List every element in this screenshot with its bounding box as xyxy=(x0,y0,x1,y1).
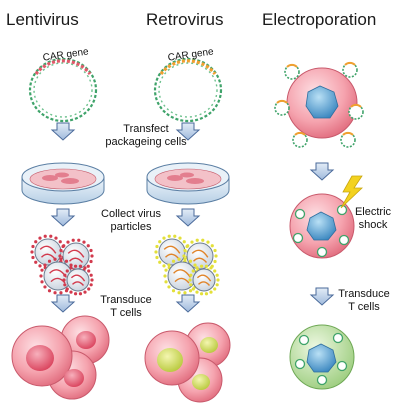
down-arrow-icon xyxy=(309,162,335,181)
car-gene-label-1: CAR gene xyxy=(42,46,90,63)
header-lentivirus: Lentivirus xyxy=(6,10,79,29)
step-transduce-line1: Transduce xyxy=(100,294,152,306)
virus-particles-retrovirus xyxy=(154,234,220,296)
down-arrow-icon xyxy=(175,294,201,313)
step-collect-line1: Collect virus xyxy=(101,208,161,220)
step-transduce-right-line1: Transduce xyxy=(338,288,390,300)
step-shock-line1: Electric xyxy=(354,206,392,218)
step-arrows xyxy=(50,122,335,313)
step-transfect-line2: packageing cells xyxy=(105,136,187,148)
plasmid-lentivirus xyxy=(28,57,98,123)
step-shock-line2: shock xyxy=(358,219,388,231)
integrated-plasmids xyxy=(294,332,348,386)
car-gene-label-2: CAR gene xyxy=(167,46,215,63)
transduced-t-cell-electroporation xyxy=(289,324,355,390)
virus-particles-lentivirus xyxy=(30,234,94,296)
down-arrow-icon xyxy=(50,122,76,141)
step-transduce-right: Transduce T cells xyxy=(334,288,394,314)
down-arrow-icon xyxy=(175,122,201,141)
step-electric-shock: Electric shock xyxy=(350,206,396,232)
step-transfect: Transfect packageing cells xyxy=(96,123,196,149)
step-transduce-left: Transduce T cells xyxy=(96,294,156,320)
step-transfect-line1: Transfect xyxy=(123,123,169,135)
step-collect-line2: particles xyxy=(110,221,152,233)
t-cell-with-plasmids xyxy=(286,67,358,139)
internalized-plasmids xyxy=(292,204,350,258)
step-transduce-line2: T cells xyxy=(110,307,142,319)
transduced-t-cells-retrovirus xyxy=(144,322,231,403)
plasmid-retrovirus xyxy=(153,57,223,123)
petri-dish-retrovirus xyxy=(146,162,230,205)
virus-particle xyxy=(188,264,220,296)
lightning-icon xyxy=(340,175,363,209)
step-transduce-right-line2: T cells xyxy=(348,301,380,313)
down-arrow-icon xyxy=(50,294,76,313)
electric-shock-cell xyxy=(289,193,355,259)
down-arrow-icon xyxy=(50,208,76,227)
down-arrow-icon xyxy=(309,287,335,306)
header-retrovirus: Retrovirus xyxy=(146,10,224,29)
header-electroporation: Electroporation xyxy=(262,10,377,29)
petri-dish-lentivirus xyxy=(21,162,105,205)
virus-particle xyxy=(58,238,94,274)
step-collect: Collect virus particles xyxy=(86,208,176,234)
free-plasmids xyxy=(274,61,364,148)
virus-particle xyxy=(62,264,94,296)
transduced-t-cells-lentivirus xyxy=(11,315,110,400)
down-arrow-icon xyxy=(175,208,201,227)
